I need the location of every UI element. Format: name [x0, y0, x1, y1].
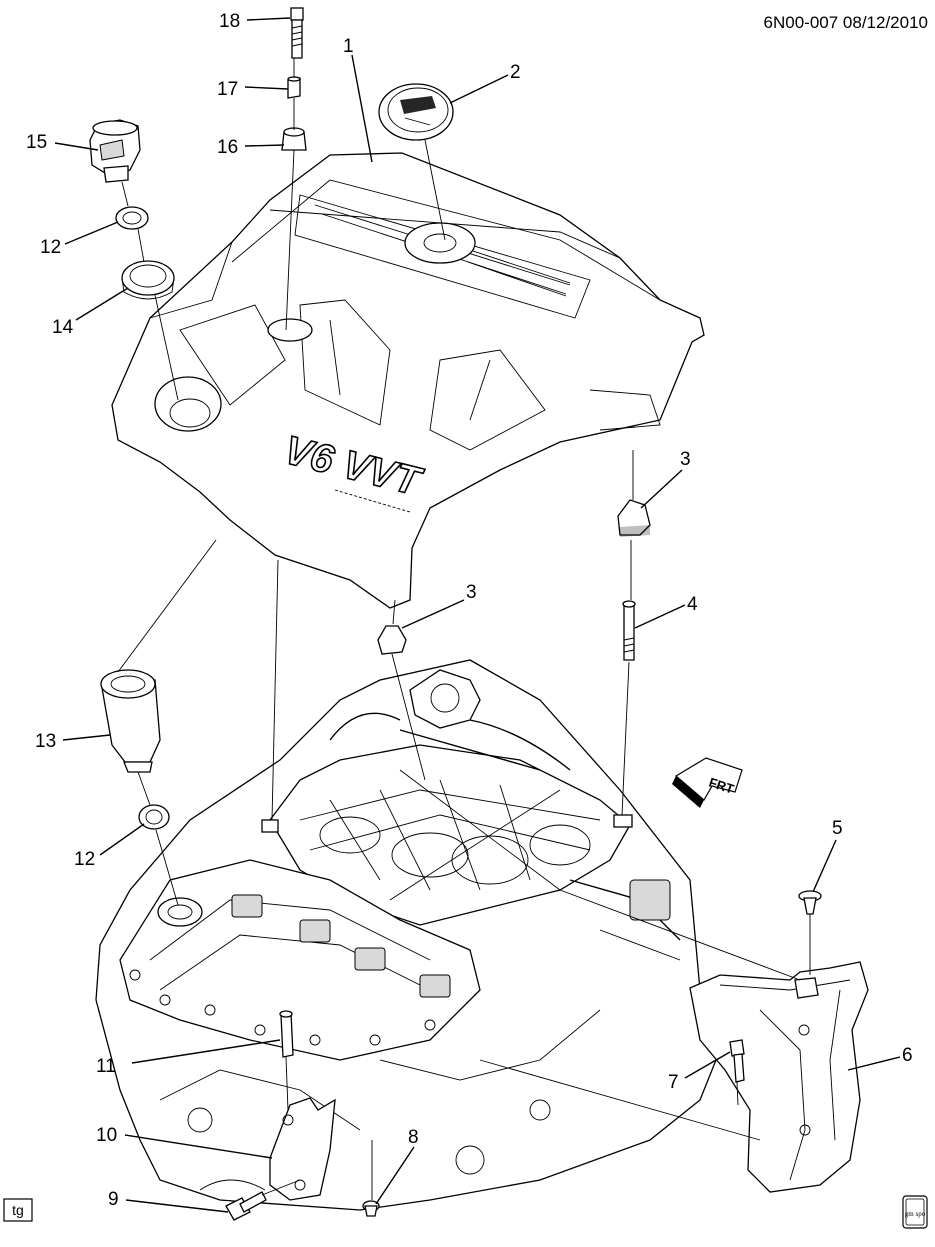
callout-17: 17 [217, 79, 238, 100]
grommet-right [617, 499, 651, 537]
callout-9: 9 [108, 1189, 119, 1210]
engine-assembly [95, 659, 721, 1211]
callout-leaders [54, 17, 901, 1213]
callout-14: 14 [52, 317, 74, 338]
callout-16: 16 [217, 137, 238, 158]
callout-18: 18 [219, 11, 240, 32]
grommet-seal [121, 260, 175, 300]
o-ring-lower [138, 804, 170, 830]
callout-12-lower: 12 [74, 849, 95, 870]
gm-spo-logo: gm spo [902, 1195, 928, 1229]
callout-3-right: 3 [680, 449, 691, 470]
corner-left-label: tg [12, 1202, 24, 1218]
side-cover [689, 961, 869, 1193]
callout-1: 1 [343, 36, 354, 57]
oil-fill-tube [100, 669, 161, 773]
grommet-center [377, 625, 407, 655]
emblem [378, 83, 454, 141]
diagram-code: 6N00-007 08/12/2010 [764, 13, 928, 32]
callout-3-center: 3 [466, 582, 477, 603]
callout-15: 15 [26, 132, 47, 153]
assembly-lines [117, 58, 811, 1200]
push-pin [798, 890, 822, 915]
stud-bracket [279, 1010, 294, 1058]
bolt-bracket-lower [225, 1191, 267, 1221]
oil-fill-cap [89, 119, 141, 183]
callout-6: 6 [902, 1045, 913, 1066]
callout-13: 13 [35, 731, 56, 752]
spacer-sleeve [287, 76, 301, 99]
stud-right [622, 600, 636, 661]
o-ring-upper [115, 206, 149, 230]
callout-4: 4 [687, 594, 698, 615]
bolt-stud-upper [290, 7, 304, 59]
callout-11: 11 [96, 1056, 116, 1077]
callout-5: 5 [832, 818, 843, 839]
engine-cover: V6 VVT [111, 152, 705, 609]
bolt-side-cover [729, 1039, 745, 1083]
grommet-bolt [281, 127, 307, 151]
callout-labels: 18 17 16 1 2 15 12 14 3 3 4 13 12 5 6 7 … [26, 11, 913, 1210]
callout-8: 8 [408, 1127, 419, 1148]
callout-2: 2 [510, 62, 521, 83]
callout-7: 7 [668, 1072, 679, 1093]
front-direction-arrow: FRT [672, 757, 743, 808]
corner-tag-left: tg [3, 1198, 33, 1222]
corner-right-label: gm spo [905, 1210, 926, 1218]
bracket [269, 1097, 336, 1201]
callout-12-upper: 12 [40, 237, 61, 258]
callout-10: 10 [96, 1125, 117, 1146]
bolt-bracket-rear [362, 1200, 380, 1217]
front-arrow-label: FRT [707, 775, 736, 797]
